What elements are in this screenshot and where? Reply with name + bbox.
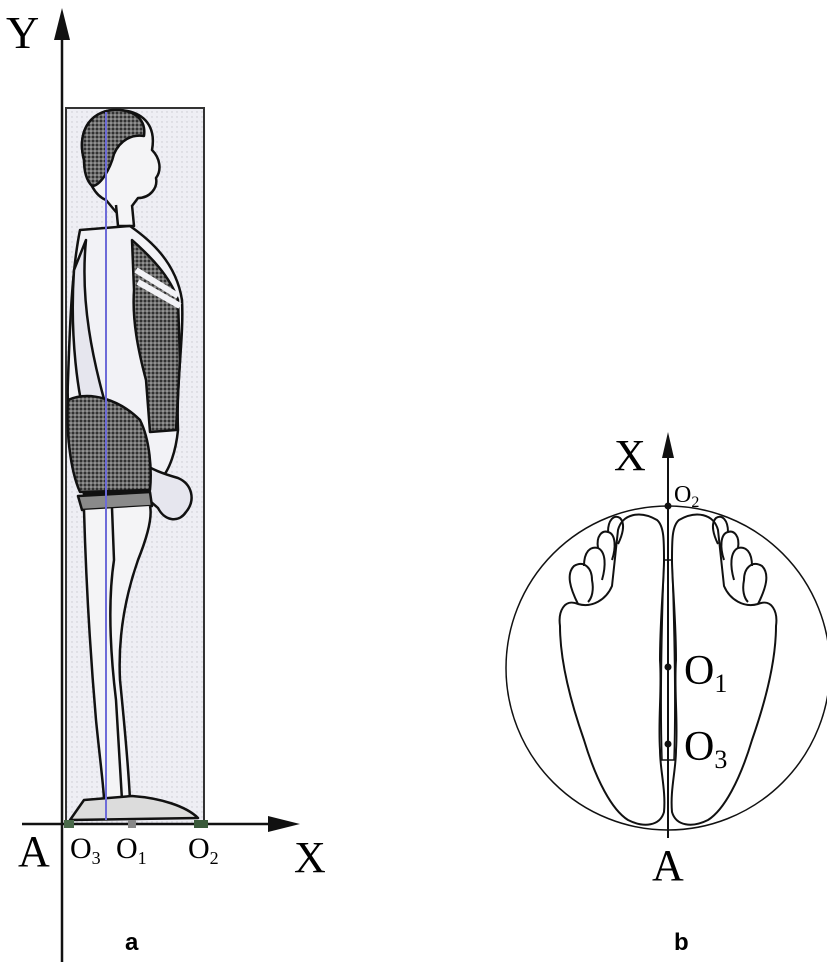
b-origin-label: A [652,841,684,890]
left-footprint [558,513,666,826]
point-label-o3: O3 [70,832,101,868]
x-axis-arrowhead [268,816,300,832]
panel-a-caption: a [125,929,139,956]
panel-a: Y X A O3 O1 O2 a [6,7,326,962]
right-footprint [670,513,778,826]
b-point-label-o1: O1 [684,648,727,698]
b-point-label-o2: O2 [674,482,699,511]
medial-contour [660,559,676,761]
y-axis-label: Y [6,7,39,58]
point-label-o1: O1 [116,832,147,868]
b-x-axis-label: X [614,431,646,480]
b-x-axis-arrowhead [662,432,674,458]
standing-person-illustration [66,108,200,822]
y-axis-arrowhead [54,8,70,40]
point-o1-dot [664,663,672,671]
point-o2-dot [664,502,672,510]
foot-contact-mark-o2 [194,820,208,828]
point-label-o2: O2 [188,832,219,868]
foot-contact-mark-o1 [128,820,136,828]
x-axis-label: X [294,833,326,882]
b-point-label-o3: O3 [684,724,727,774]
panel-b-caption: b [674,929,689,956]
origin-label: A [18,827,50,876]
panel-b: X A O2 O1 O3 b [505,431,827,956]
point-o3-dot [664,740,672,748]
foot-contact-mark-o3 [64,820,74,828]
